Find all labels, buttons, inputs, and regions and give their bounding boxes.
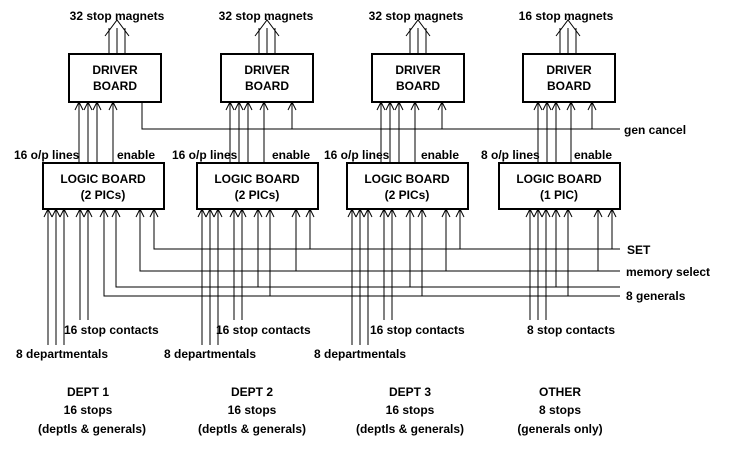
- driver-board-3-line1: DRIVER: [395, 63, 441, 77]
- dept-3-summary: DEPT 3 16 stops (deptls & generals): [356, 385, 464, 436]
- departmentals-label-2: 8 departmentals: [164, 347, 256, 361]
- dept-2-summary: DEPT 2 16 stops (deptls & generals): [198, 385, 306, 436]
- departmentals-label-3: 8 departmentals: [314, 347, 406, 361]
- enable-label-3: enable: [421, 148, 459, 162]
- memory-select-label: memory select: [626, 265, 710, 279]
- departmentals-label-1: 8 departmentals: [16, 347, 108, 361]
- driver-board-3-line2: BOARD: [396, 79, 440, 93]
- logic-board-4-line2: (1 PIC): [540, 188, 578, 202]
- magnets-label-4: 16 stop magnets: [519, 9, 614, 23]
- driver-board-4-line1: DRIVER: [546, 63, 592, 77]
- logic-board-1: LOGIC BOARD (2 PICs): [42, 162, 165, 210]
- dept-1-summary: DEPT 1 16 stops (deptls & generals): [38, 385, 146, 436]
- dept-2-note: (deptls & generals): [198, 422, 306, 436]
- op-lines-label-4: 8 o/p lines: [481, 148, 540, 162]
- dept-1-stops: 16 stops: [64, 403, 113, 417]
- driver-board-2: DRIVER BOARD: [220, 53, 314, 103]
- dept-1-name: DEPT 1: [67, 385, 109, 399]
- contact-inputs: [43, 207, 551, 345]
- driver-board-4-line2: BOARD: [547, 79, 591, 93]
- logic-board-4: LOGIC BOARD (1 PIC): [498, 162, 621, 210]
- op-lines-label-1: 16 o/p lines: [14, 148, 80, 162]
- driver-board-2-line1: DRIVER: [244, 63, 290, 77]
- dept-3-stops: 16 stops: [386, 403, 435, 417]
- dept-2-name: DEPT 2: [231, 385, 273, 399]
- logic-board-2-line2: (2 PICs): [235, 188, 280, 202]
- driver-board-3: DRIVER BOARD: [371, 53, 465, 103]
- logic-board-1-line2: (2 PICs): [81, 188, 126, 202]
- contacts-label-1: 16 stop contacts: [64, 323, 159, 337]
- logic-board-2-line1: LOGIC BOARD: [214, 172, 300, 186]
- op-lines-label-3: 16 o/p lines: [324, 148, 390, 162]
- driver-board-1-line2: BOARD: [93, 79, 137, 93]
- dept-other-note: (generals only): [517, 422, 602, 436]
- set-label: SET: [627, 243, 651, 257]
- driver-board-1-line1: DRIVER: [92, 63, 138, 77]
- generals-label: 8 generals: [626, 289, 686, 303]
- enable-label-2: enable: [272, 148, 310, 162]
- dept-2-stops: 16 stops: [228, 403, 277, 417]
- contacts-label-4: 8 stop contacts: [527, 323, 615, 337]
- magnets-label-1: 32 stop magnets: [70, 9, 165, 23]
- dept-3-name: DEPT 3: [389, 385, 431, 399]
- gen-cancel-bus: [141, 100, 620, 130]
- driver-board-4: DRIVER BOARD: [522, 53, 616, 103]
- logic-board-3-line2: (2 PICs): [385, 188, 430, 202]
- op-lines-label-2: 16 o/p lines: [172, 148, 238, 162]
- contacts-label-2: 16 stop contacts: [216, 323, 311, 337]
- dept-other-stops: 8 stops: [539, 403, 581, 417]
- dept-1-note: (deptls & generals): [38, 422, 146, 436]
- driver-board-2-line2: BOARD: [245, 79, 289, 93]
- dept-other-summary: OTHER 8 stops (generals only): [517, 385, 602, 436]
- enable-label-1: enable: [117, 148, 155, 162]
- enable-label-4: enable: [574, 148, 612, 162]
- logic-board-3: LOGIC BOARD (2 PICs): [346, 162, 469, 210]
- dept-3-note: (deptls & generals): [356, 422, 464, 436]
- magnets-label-2: 32 stop magnets: [219, 9, 314, 23]
- contacts-label-3: 16 stop contacts: [370, 323, 465, 337]
- magnets-label-3: 32 stop magnets: [369, 9, 464, 23]
- logic-board-1-line1: LOGIC BOARD: [60, 172, 146, 186]
- gen-cancel-label: gen cancel: [624, 123, 686, 137]
- dept-other-name: OTHER: [539, 385, 581, 399]
- logic-board-4-line1: LOGIC BOARD: [516, 172, 602, 186]
- logic-board-3-line1: LOGIC BOARD: [364, 172, 450, 186]
- logic-board-2: LOGIC BOARD (2 PICs): [196, 162, 319, 210]
- driver-board-1: DRIVER BOARD: [68, 53, 162, 103]
- magnet-arrows: [104, 19, 581, 54]
